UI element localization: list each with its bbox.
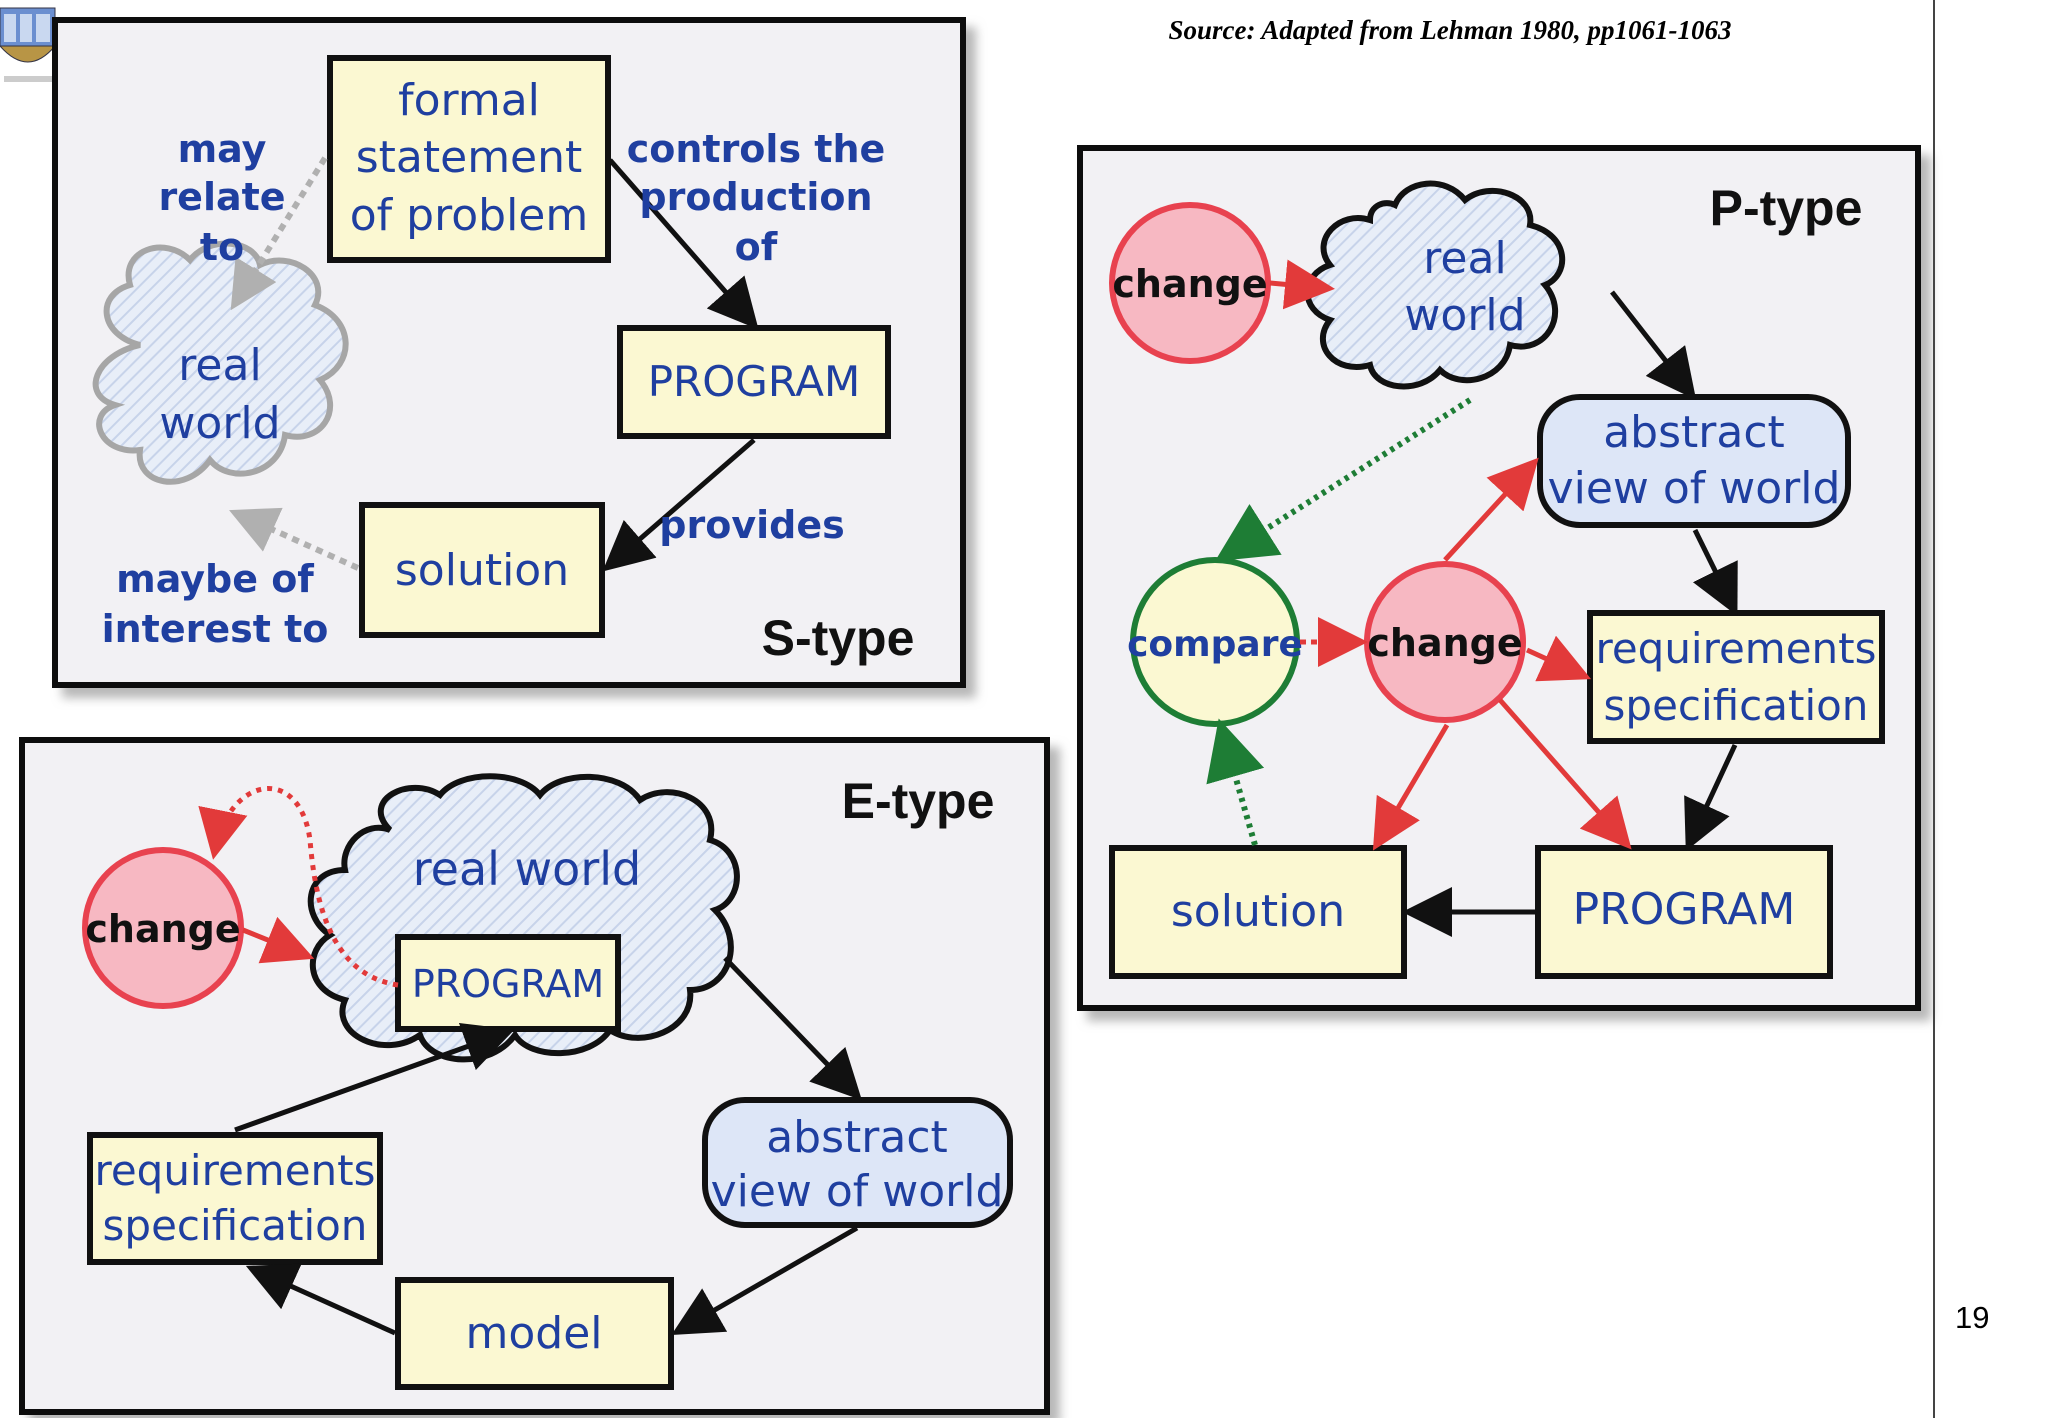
e-program-box: PROGRAM (395, 934, 621, 1032)
s-label-maybe-of: maybe of (116, 557, 314, 601)
s-arrow-solution-to-realworld (229, 507, 360, 571)
s-arrow-program-to-solution (602, 438, 756, 572)
p-real-world-cloud: real world (1304, 180, 1566, 390)
p-requirements-box: requirements specification (1587, 610, 1885, 744)
p-arrow-realworld-to-compare-dotted (1214, 397, 1472, 562)
s-real-world-line1: real (178, 340, 261, 391)
s-label-interest-to: interest to (102, 607, 329, 651)
e-requirements-box: requirements specification (87, 1132, 383, 1265)
e-real-world-label: real world (413, 842, 641, 896)
s-formal-line3: of problem (350, 190, 588, 241)
right-margin-rule (1933, 0, 1935, 1418)
s-label-of: of (735, 225, 778, 269)
s-type-panel: real world formal statement of problem P… (52, 17, 966, 688)
e-arrow-abstract-to-model (671, 1225, 859, 1335)
s-formal-line2: statement (356, 132, 583, 183)
s-real-world-line2: world (159, 398, 280, 449)
e-abstract-view-node: abstract view of world (702, 1097, 1013, 1228)
p-arrow-solution-to-compare-dotted (1206, 718, 1265, 846)
p-solution-box: solution (1109, 845, 1407, 979)
s-real-world-cloud: real world (92, 240, 349, 485)
p-compare-node: compare (1127, 557, 1303, 727)
p-type-title: P-type (1710, 180, 1863, 236)
p-abstract-line2: view of world (1548, 463, 1841, 514)
s-program-box: PROGRAM (617, 325, 891, 439)
p-real-world-line2: world (1404, 290, 1525, 341)
p-compare-label: compare (1127, 624, 1303, 665)
p-change-top-node: change (1109, 202, 1271, 364)
p-arrow-change-to-realworld (1269, 259, 1335, 310)
p-arrow-change-to-program (1498, 698, 1632, 850)
e-abstract-line1: abstract (766, 1112, 948, 1163)
s-label-to: to (200, 225, 244, 269)
s-solution-box: solution (359, 502, 605, 638)
s-formal-line1: formal (398, 75, 540, 126)
p-program-box: PROGRAM (1535, 845, 1833, 979)
s-solution-label: solution (395, 545, 569, 596)
p-abstract-view-node: abstract view of world (1537, 394, 1851, 528)
s-label-provides: provides (659, 503, 844, 547)
s-type-title: S-type (762, 610, 915, 666)
e-model-box: model (395, 1277, 674, 1390)
e-change-label: change (85, 907, 240, 951)
p-arrow-change-to-solution (1372, 723, 1450, 851)
e-program-label: PROGRAM (412, 962, 604, 1006)
s-label-production: production (639, 175, 872, 219)
page-number: 19 (1955, 1300, 1990, 1335)
s-program-label: PROGRAM (648, 357, 861, 406)
p-real-world-line1: real (1423, 233, 1506, 284)
p-req-line2: specification (1604, 681, 1869, 730)
e-change-node: change (82, 847, 244, 1009)
p-arrow-change-to-requirements (1525, 635, 1592, 682)
e-arrow-program-to-change-dotted (198, 786, 399, 988)
e-arrow-requirements-to-program (234, 1022, 515, 1133)
p-arrow-requirements-to-program (1684, 743, 1738, 852)
e-model-label: model (465, 1308, 602, 1359)
p-program-label: PROGRAM (1573, 884, 1796, 935)
p-arrow-change-to-abstract (1443, 457, 1539, 562)
p-arrow-realworld-to-abstract (1610, 290, 1697, 400)
p-arrow-abstract-to-requirements (1692, 528, 1738, 616)
university-logo (0, 4, 60, 84)
e-req-line2: specification (103, 1201, 368, 1250)
p-change-mid-label: change (1367, 621, 1522, 665)
e-type-panel: real world PROGRAM change abstract view … (19, 737, 1050, 1415)
e-arrow-model-to-requirements (245, 1263, 397, 1336)
s-arrow-formal-to-realworld (230, 156, 328, 311)
p-change-top-label: change (1112, 262, 1267, 306)
s-label-relate: relate (158, 175, 285, 219)
p-req-line1: requirements (1595, 624, 1876, 673)
e-arrow-realworld-to-abstract (723, 956, 862, 1101)
s-label-may: may (178, 127, 267, 171)
source-citation: Source: Adapted from Lehman 1980, pp1061… (1168, 15, 1732, 45)
e-abstract-line2: view of world (711, 1166, 1004, 1217)
p-type-panel: change real world abstract view of world… (1077, 145, 1921, 1011)
e-type-title: E-type (842, 773, 995, 829)
s-arrow-formal-to-program (608, 158, 759, 330)
p-solution-label: solution (1171, 886, 1345, 937)
e-req-line1: requirements (94, 1146, 375, 1195)
e-arrow-change-to-realworld (242, 916, 315, 964)
s-label-controls: controls the (627, 127, 886, 171)
p-abstract-line1: abstract (1603, 407, 1785, 458)
s-formal-statement-box: formal statement of problem (327, 55, 611, 263)
p-change-mid-node: change (1364, 561, 1526, 723)
